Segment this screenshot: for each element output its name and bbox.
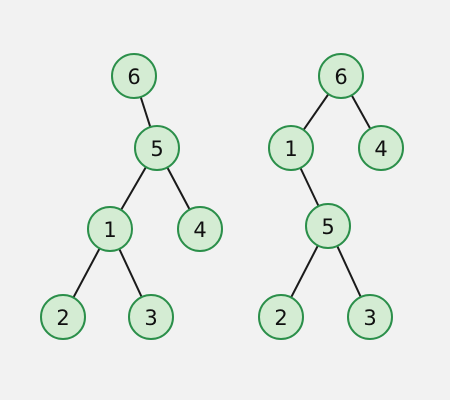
node-circle (177, 206, 223, 252)
node-label: 3 (363, 306, 376, 330)
node-label: 4 (193, 218, 206, 242)
node-label: 2 (274, 306, 287, 330)
node-label: 1 (103, 218, 116, 242)
node-circle (128, 294, 174, 340)
node-label: 3 (144, 306, 157, 330)
left-tree-node-L2: 2 (40, 294, 86, 340)
node-label: 5 (321, 215, 334, 239)
left-tree-node-L4: 4 (177, 206, 223, 252)
node-circle (134, 125, 180, 171)
node-label: 6 (334, 65, 347, 89)
node-circle (318, 53, 364, 99)
right-tree-node-R3: 3 (347, 294, 393, 340)
node-circle (87, 206, 133, 252)
left-tree-node-L1: 1 (87, 206, 133, 252)
node-label: 1 (284, 137, 297, 161)
node-label: 2 (56, 306, 69, 330)
node-circle (40, 294, 86, 340)
right-tree-node-R6: 6 (318, 53, 364, 99)
node-circle (111, 53, 157, 99)
node-label: 6 (127, 65, 140, 89)
right-tree-node-R4: 4 (358, 125, 404, 171)
node-circle (305, 203, 351, 249)
left-tree-node-L3: 3 (128, 294, 174, 340)
right-tree-node-R1: 1 (268, 125, 314, 171)
node-circle (258, 294, 304, 340)
left-tree-node-L6: 6 (111, 53, 157, 99)
left-tree-node-L5: 5 (134, 125, 180, 171)
node-label: 4 (374, 137, 387, 161)
node-circle (347, 294, 393, 340)
node-circle (268, 125, 314, 171)
node-label: 5 (150, 137, 163, 161)
right-tree-node-R5: 5 (305, 203, 351, 249)
right-tree-node-R2: 2 (258, 294, 304, 340)
nodes-layer: 6 5 1 4 2 3 6 1 4 5 2 3 (40, 53, 404, 340)
node-circle (358, 125, 404, 171)
